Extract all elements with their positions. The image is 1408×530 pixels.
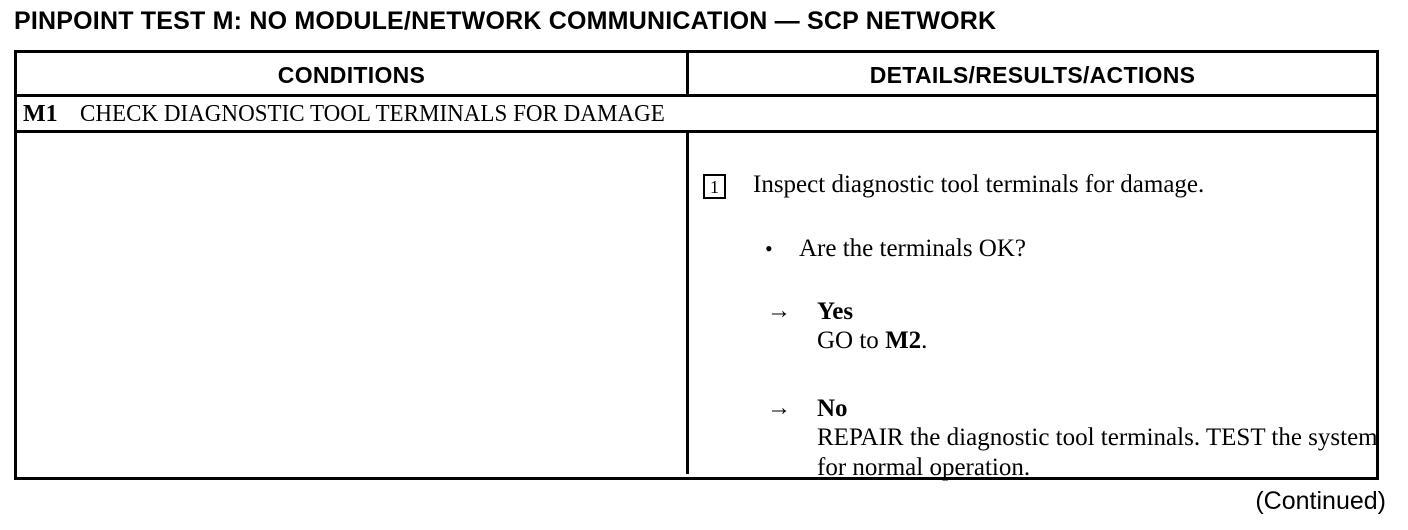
body-column-divider [686, 133, 689, 474]
table-header-row: CONDITIONS DETAILS/RESULTS/ACTIONS [17, 53, 1376, 97]
branch-no-body: No REPAIR the diagnostic tool terminals.… [817, 394, 1382, 483]
branch-no: → No REPAIR the diagnostic tool terminal… [767, 394, 1382, 483]
branch-no-action: REPAIR the diagnostic tool terminals. TE… [817, 423, 1382, 483]
branch-yes-action-ref: M2 [885, 327, 922, 354]
question-item: • Are the terminals OK? [765, 235, 1026, 263]
arrow-right-icon: → [767, 395, 791, 421]
column-header-details: DETAILS/RESULTS/ACTIONS [869, 61, 1196, 88]
instruction-step: 1 Inspect diagnostic tool terminals for … [703, 171, 1204, 199]
step-title-row: M1 CHECK DIAGNOSTIC TOOL TERMINALS FOR D… [17, 97, 1376, 133]
step-code: M1 [23, 100, 58, 127]
branch-yes-action-suffix: . [921, 327, 928, 354]
instruction-text: Inspect diagnostic tool terminals for da… [753, 171, 1205, 198]
branch-yes-body: Yes GO to M2. [817, 297, 1382, 356]
conditions-cell [17, 133, 686, 474]
branch-no-action-prefix: REPAIR the diagnostic tool terminals. TE… [817, 424, 1378, 481]
question-text: Are the terminals OK? [799, 235, 1027, 262]
pinpoint-test-table: CONDITIONS DETAILS/RESULTS/ACTIONS M1 CH… [14, 50, 1379, 481]
branch-yes: → Yes GO to M2. [767, 297, 1382, 356]
table-body: 1 Inspect diagnostic tool terminals for … [17, 133, 1378, 481]
branch-yes-answer: Yes [817, 298, 854, 325]
continued-label: (Continued) [1255, 487, 1386, 515]
branch-yes-action: GO to M2. [817, 326, 1382, 356]
column-header-conditions: CONDITIONS [277, 61, 426, 88]
bullet-icon: • [765, 236, 773, 261]
branch-no-answer: No [817, 395, 848, 422]
header-column-divider [686, 53, 689, 97]
arrow-right-icon: → [767, 298, 791, 324]
step-number-box: 1 [703, 174, 726, 199]
page-title: PINPOINT TEST M: NO MODULE/NETWORK COMMU… [14, 7, 997, 35]
details-cell: 1 Inspect diagnostic tool terminals for … [689, 133, 1378, 481]
step-title: CHECK DIAGNOSTIC TOOL TERMINALS FOR DAMA… [79, 100, 665, 127]
branch-yes-action-prefix: GO to [817, 327, 886, 354]
